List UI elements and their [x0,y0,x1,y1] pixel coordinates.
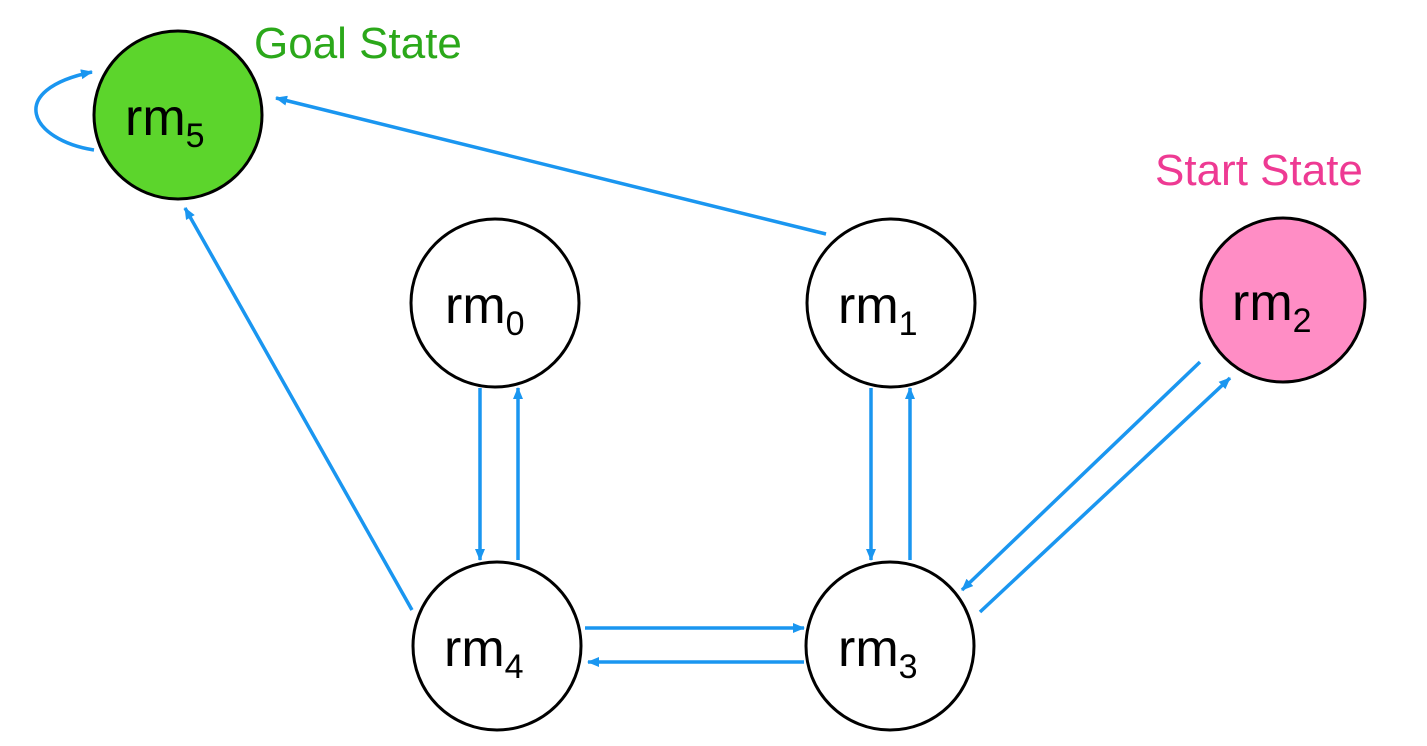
svg-text:rm4: rm4 [444,620,524,686]
svg-text:rm3: rm3 [838,620,918,686]
node-rm5-base: rm [125,89,186,147]
edges-layer [34,69,1232,667]
svg-text:rm0: rm0 [445,277,525,343]
node-rm3: rm3 [804,560,976,732]
node-rm4: rm4 [411,560,583,732]
svg-text:rm1: rm1 [838,277,918,343]
nodes-layer: rm0 rm1 rm2 rm3 rm4 [92,29,1367,732]
node-rm2-subscript: 2 [1293,302,1312,340]
edge-rm1-to-rm5 [275,95,827,236]
svg-text:rm2: rm2 [1232,274,1312,340]
goal-state-label: Goal State [254,19,462,68]
node-rm3-base: rm [838,620,899,678]
node-rm0-subscript: 0 [506,305,525,343]
edge-rm4-to-rm5 [183,207,414,611]
node-rm1: rm1 [805,217,977,389]
edge-rm2-to-rm3 [960,360,1202,592]
node-rm5-subscript: 5 [186,117,205,155]
node-rm1-base: rm [838,277,899,335]
edge-rm3-to-rm2 [978,376,1232,614]
node-rm4-base: rm [444,620,505,678]
node-rm3-subscript: 3 [899,648,918,686]
start-state-label: Start State [1155,146,1363,195]
node-rm0-base: rm [445,277,506,335]
svg-text:rm5: rm5 [125,89,205,155]
node-rm5: rm5 [92,29,264,201]
node-rm1-subscript: 1 [899,305,918,343]
node-rm2-base: rm [1232,274,1293,332]
node-rm4-subscript: 4 [505,648,524,686]
node-rm2: rm2 [1199,216,1367,384]
node-rm0: rm0 [409,217,581,389]
edge-rm5-self-loop [34,69,95,152]
